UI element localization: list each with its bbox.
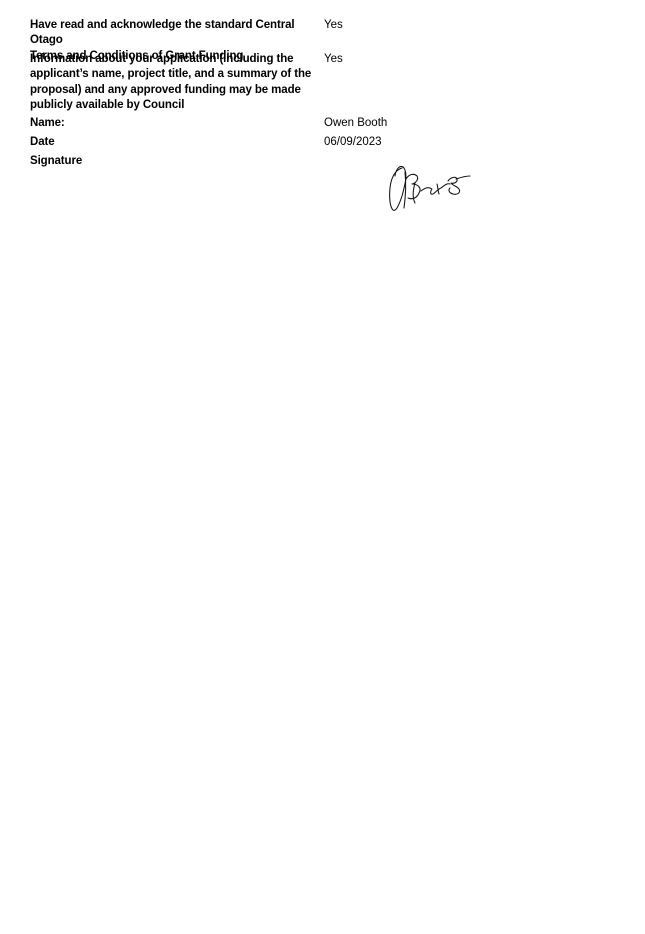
signature-label: Signature <box>30 155 83 167</box>
terms-acknowledgement-label: Have read and acknowledge the standard C… <box>30 19 295 62</box>
terms-acknowledgement-value: Yes <box>324 19 343 31</box>
public-information-value: Yes <box>324 53 343 65</box>
public-information-label: Information about your application (incl… <box>30 53 312 112</box>
name-value: Owen Booth <box>324 117 388 129</box>
signature-icon <box>389 165 471 211</box>
date-label: Date <box>30 136 55 148</box>
name-label: Name: <box>30 117 65 129</box>
date-value: 06/09/2023 <box>324 136 382 148</box>
